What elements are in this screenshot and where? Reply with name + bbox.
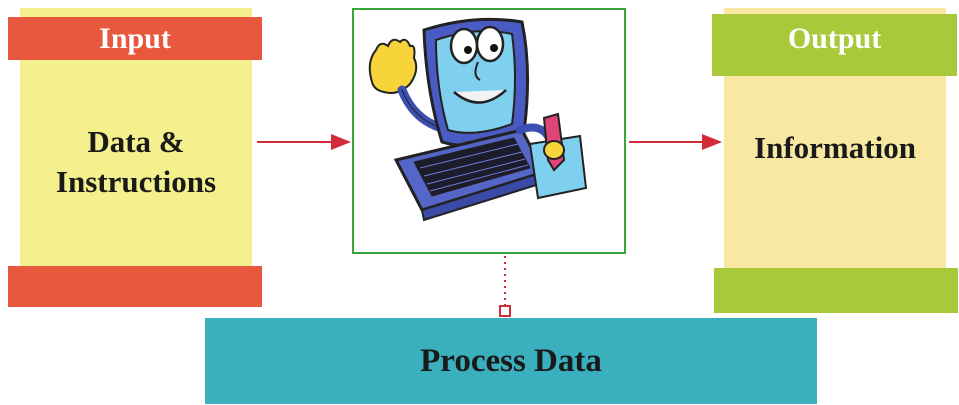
laptop-character-icon [368, 17, 588, 222]
output-description: Information [754, 130, 916, 165]
output-scroll-top-band [712, 14, 957, 76]
process-illustration-box [352, 8, 626, 254]
input-title: Input [99, 22, 171, 55]
input-line-2: Instructions [55, 164, 217, 199]
connector-square [499, 305, 511, 317]
process-data-label: Process Data [420, 343, 602, 379]
input-description: Data & Instructions [20, 122, 252, 202]
output-scroll-bottom-band [714, 268, 958, 313]
input-line-1: Data & [87, 124, 185, 159]
input-scroll-bottom-band [8, 266, 262, 307]
output-title: Output [787, 22, 882, 55]
process-data-bar [205, 318, 817, 404]
input-scroll-top-band [8, 17, 262, 60]
